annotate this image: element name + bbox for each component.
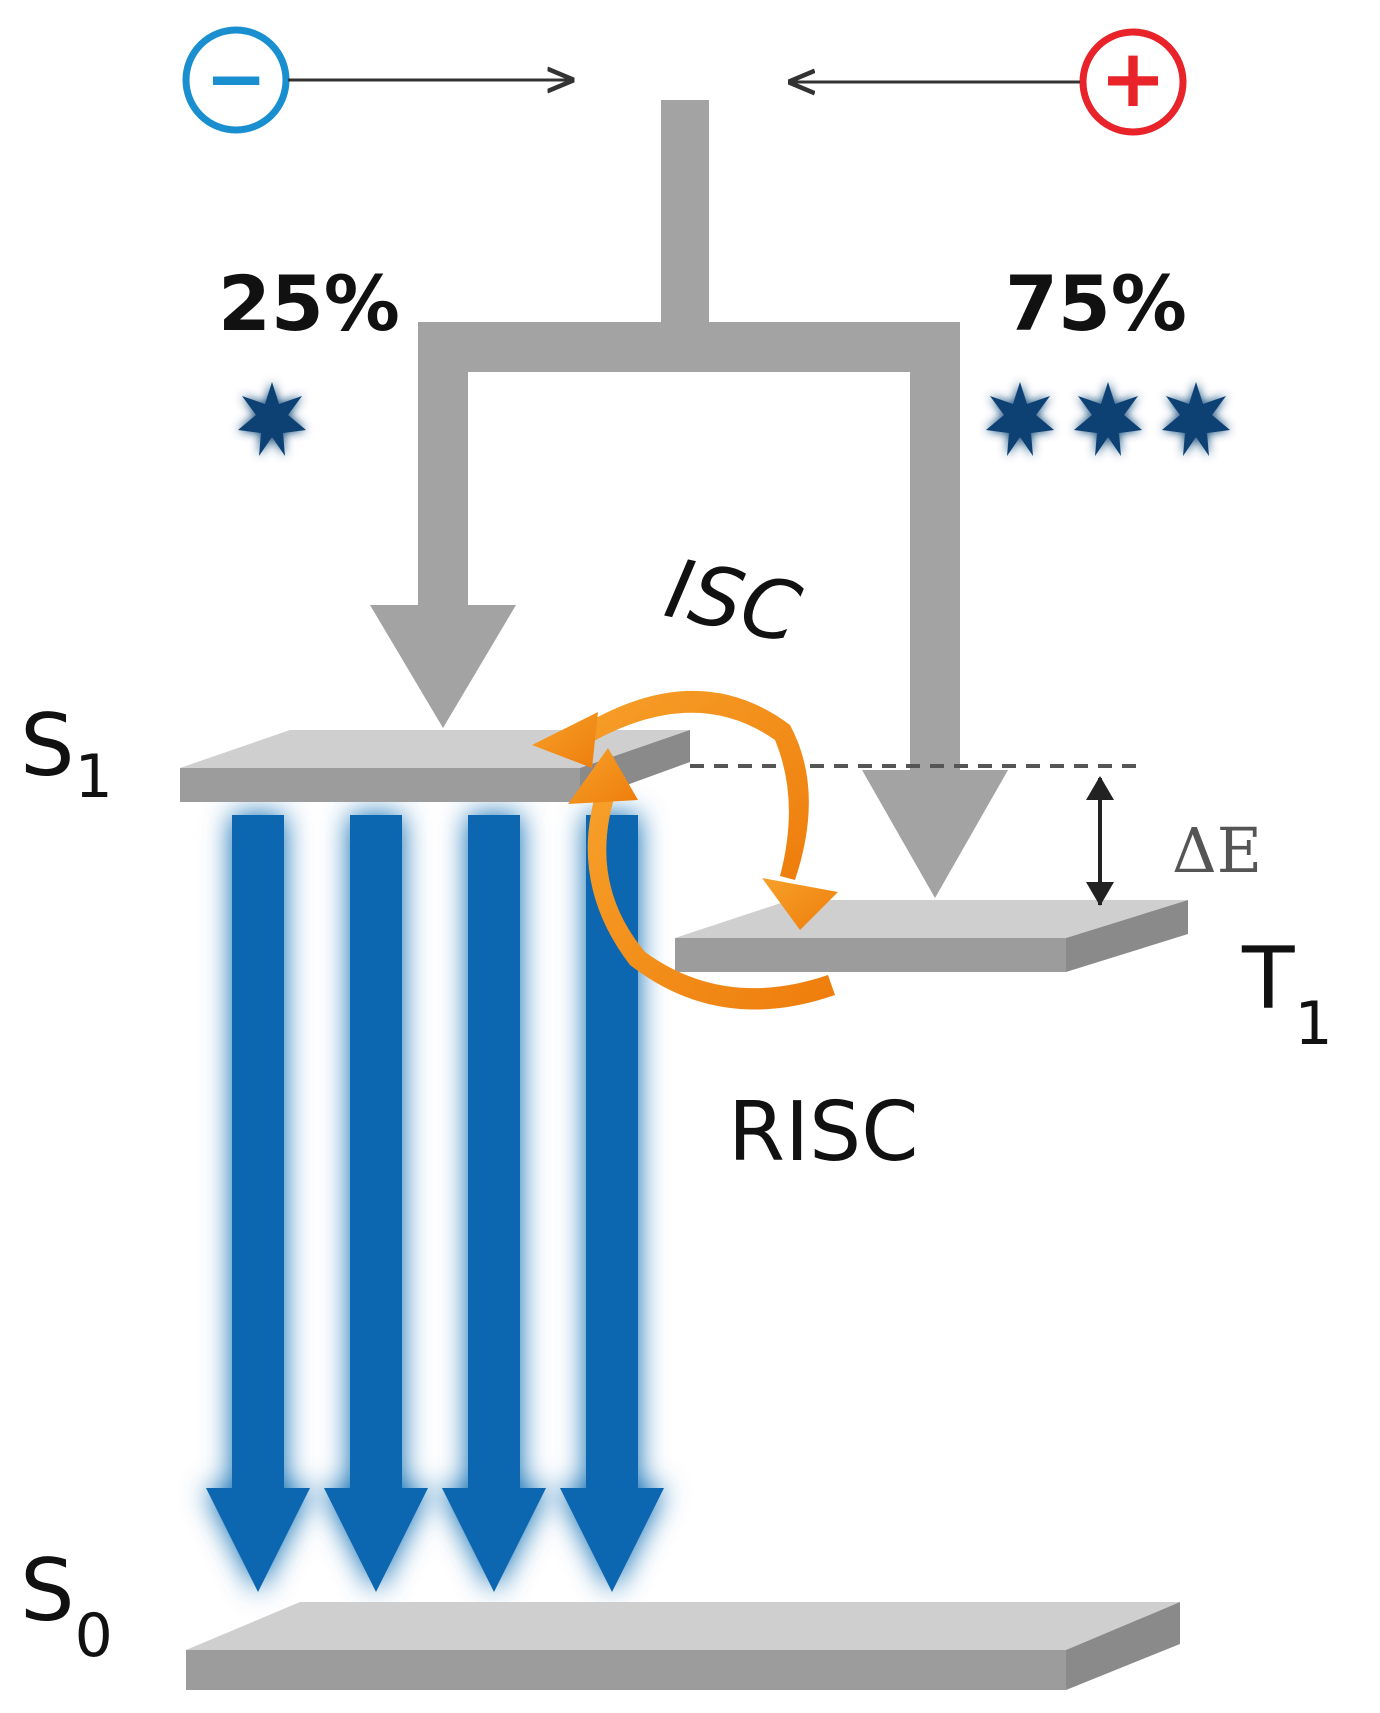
hole-injection: + <box>790 28 1187 136</box>
s1-level-front <box>180 768 580 802</box>
triplet-exciton-icon-1 <box>986 382 1054 456</box>
gap-label: ΔE <box>1172 814 1262 887</box>
t1-label: T1 <box>1241 929 1333 1059</box>
risc-curve <box>587 780 835 1010</box>
risc-label: RISC <box>728 1085 918 1180</box>
singlet-arrowhead <box>370 605 516 728</box>
s0-level-top <box>186 1602 1180 1650</box>
triplet-exciton-icon-3 <box>1162 382 1230 456</box>
singlet-branch <box>418 322 468 612</box>
t1-label-letter: T <box>1241 929 1295 1029</box>
triplet-exciton-icon-2 <box>1074 382 1142 456</box>
s1-label-sub: 1 <box>75 742 113 812</box>
s1-label-letter: S <box>20 696 75 796</box>
gap-arrow-bottom <box>1086 882 1114 906</box>
isc-label: ISC <box>658 542 808 663</box>
positive-charge-symbol: + <box>1099 32 1166 125</box>
s0-level-side <box>1066 1602 1180 1690</box>
positive-charge-icon <box>1079 28 1187 136</box>
emission-arrow-shaft-1 <box>232 815 284 1495</box>
isc-tail-tip <box>532 712 598 768</box>
s0-level-front <box>186 1650 1066 1690</box>
emission-arrow-shaft-3 <box>468 815 520 1495</box>
singlet-fraction: 25% <box>218 259 400 348</box>
t1-level <box>675 900 1188 972</box>
t1-level-side <box>1066 900 1188 972</box>
singlet-exciton-icon <box>238 382 306 456</box>
isc-arrowhead <box>762 878 838 930</box>
s0-level <box>186 1602 1180 1690</box>
triplet-branch <box>910 322 960 777</box>
exciton-stars <box>238 382 1230 456</box>
triplet-fraction: 75% <box>1005 259 1187 348</box>
exciton-formation-arrows <box>370 100 1008 898</box>
isc-curve <box>560 690 809 880</box>
gap-arrow-top <box>1086 776 1114 800</box>
energy-gap: ΔE <box>690 764 1262 906</box>
s1-label: S1 <box>20 696 113 812</box>
emission-arrow-head-4 <box>560 1488 664 1592</box>
isc-risc-transfer <box>532 690 838 1010</box>
s0-label: S0 <box>20 1541 113 1671</box>
s0-label-sub: 0 <box>75 1601 113 1671</box>
t1-label-sub: 1 <box>1295 989 1333 1059</box>
emission-arrow-shaft-2 <box>350 815 402 1495</box>
emission-arrow-head-2 <box>324 1488 428 1592</box>
risc-arrowhead <box>568 748 638 804</box>
recombination-stem <box>661 100 709 330</box>
electron-injection: − <box>182 26 572 134</box>
triplet-arrowhead <box>862 770 1008 898</box>
t1-level-front <box>675 938 1066 972</box>
split-bar <box>418 322 958 372</box>
emission-arrow-head-3 <box>442 1488 546 1592</box>
emission-arrow-head-1 <box>206 1488 310 1592</box>
fluorescence-emission <box>206 815 664 1592</box>
negative-charge-icon <box>182 26 290 134</box>
negative-charge-symbol: − <box>205 36 267 122</box>
s0-label-letter: S <box>20 1541 75 1641</box>
